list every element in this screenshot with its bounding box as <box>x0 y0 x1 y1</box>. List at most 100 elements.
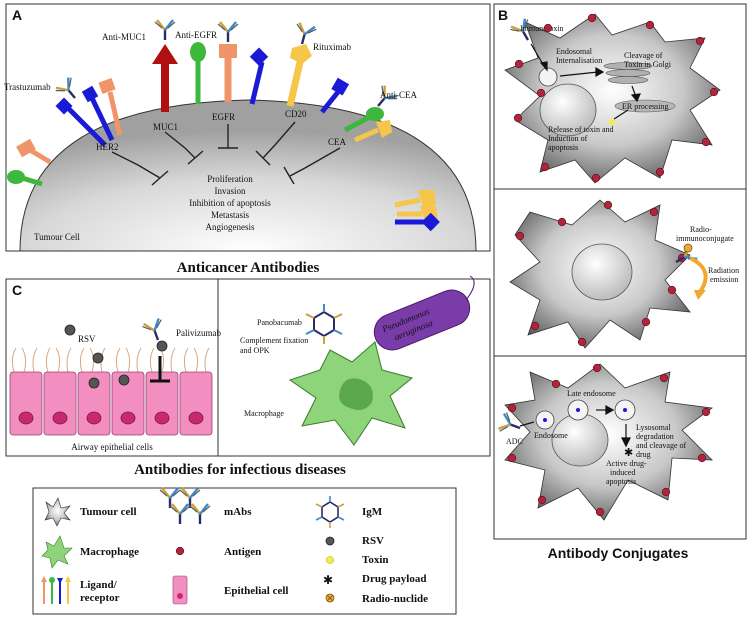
igm-icon <box>315 496 345 528</box>
radio-label-1: Radio- <box>690 225 712 234</box>
rsv-icon <box>325 536 335 546</box>
her2-label: HER2 <box>96 142 119 152</box>
toxin-icon <box>609 119 615 125</box>
egfr-receptor <box>216 20 240 102</box>
release-label-1: Release of toxin and <box>548 125 614 134</box>
macrophage-cell <box>288 341 414 446</box>
er-processing-label: ER processing <box>622 102 668 111</box>
panobacumab-label: Panobacumab <box>257 318 302 327</box>
ligand-receptor-icon <box>41 576 71 604</box>
free-ligands-left <box>7 138 52 187</box>
lysosomal-label-3: and cleavage of <box>636 441 687 450</box>
complement-label-2: and OPK <box>240 346 270 355</box>
airway-epithelial-cells <box>9 371 213 436</box>
cea-label: CEA <box>328 137 347 147</box>
endosome-label: Endosome <box>534 431 568 440</box>
macrophage-icon <box>41 535 73 569</box>
active-drug-label-2: induced <box>610 468 635 477</box>
panel-c: C <box>5 275 491 457</box>
pathway-arrows <box>519 404 631 448</box>
igm-antibody <box>305 304 343 344</box>
cea-receptor <box>343 83 400 143</box>
legend-toxin: Toxin <box>362 554 389 566</box>
complement-label-1: Complement fixation <box>240 336 308 345</box>
anti-egfr-label: Anti-EGFR <box>175 30 217 40</box>
legend-ligand-2: receptor <box>80 592 120 604</box>
legend-igm: IgM <box>362 506 383 518</box>
panel-b-letter: B <box>498 7 508 23</box>
radiation-emission-arrow <box>689 256 708 294</box>
cleavage-label-1: Cleavage of <box>624 51 663 60</box>
nucleus <box>539 83 597 137</box>
rituximab-label: Rituximab <box>313 42 351 52</box>
panel-a-letter: A <box>12 7 22 23</box>
panel-a: A Trastuzumab HER2 Anti-MUC1 MUC1 <box>4 3 491 252</box>
cd20-receptor <box>286 20 319 107</box>
inhibition-arrows <box>111 121 341 186</box>
effect-item: Invasion <box>215 186 246 196</box>
muc1-label: MUC1 <box>153 122 178 132</box>
drug-payload-legend-icon: ✱ <box>323 573 333 587</box>
epithelial-cell-icon <box>172 575 188 605</box>
emission-label-2: emission <box>710 275 738 284</box>
panel-c-letter: C <box>12 282 22 298</box>
free-ligands-right <box>394 190 440 232</box>
effect-item: Proliferation <box>207 174 253 184</box>
rsv-label: RSV <box>78 334 96 344</box>
legend-radionuclide: Radio-nuclide <box>362 593 428 605</box>
nucleus <box>571 243 633 301</box>
release-label-3: apoptosis <box>548 143 578 152</box>
effect-item: Inhibition of apoptosis <box>189 198 271 208</box>
anti-cea-label: Anti-CEA <box>380 90 417 100</box>
muc1-receptor <box>152 18 178 112</box>
anti-muc1-label: Anti-MUC1 <box>102 32 146 42</box>
adc-cell <box>504 363 714 521</box>
egfr-ligand-green <box>190 42 206 104</box>
lysosomal-label-2: degradation <box>636 432 674 441</box>
airway-label: Airway epithelial cells <box>71 442 153 452</box>
blue-receptor-right <box>320 77 350 114</box>
radio-label-2: immunoconjugate <box>676 234 734 243</box>
immunotoxin-label: Immunotoxin <box>520 24 564 33</box>
endosomal-label: Endosomal <box>556 47 593 56</box>
legend-drug-payload: Drug payload <box>362 573 427 585</box>
late-endosome-label: Late endosome <box>567 389 616 398</box>
legend-ligand-1: Ligand/ <box>80 579 118 591</box>
adc-label: ADC <box>506 437 523 446</box>
release-label-2: Induction of <box>548 134 588 143</box>
rsv-virions <box>64 324 168 389</box>
pathway-arrows <box>530 43 641 120</box>
panel-b: B Immunotoxin Endosomal Internalisation … <box>493 3 747 540</box>
nucleus <box>551 413 609 467</box>
legend-frame <box>32 487 457 615</box>
effect-item: Metastasis <box>211 210 249 220</box>
legend-macrophage: Macrophage <box>80 546 139 558</box>
toxin-legend-icon <box>326 556 334 564</box>
active-drug-label-3: apoptosis <box>606 477 636 486</box>
trastuzumab-label: Trastuzumab <box>4 82 51 92</box>
legend-antigen: Antigen <box>224 546 261 558</box>
her2-receptors <box>53 75 123 147</box>
egfr-label: EGFR <box>212 112 235 122</box>
active-drug-label-1: Active drug- <box>606 459 647 468</box>
legend-rsv: RSV <box>362 535 384 547</box>
endosome <box>538 67 558 87</box>
effect-item: Angiogenesis <box>206 222 255 232</box>
panel-a-caption: Anticancer Antibodies <box>177 260 320 276</box>
panel-b-caption: Antibody Conjugates <box>548 545 689 561</box>
macrophage-label: Macrophage <box>244 409 284 418</box>
palivizumab-label: Palivizumab <box>176 328 221 338</box>
blue-receptor-center <box>249 47 269 105</box>
endoplasmic-reticulum <box>614 99 676 113</box>
drug-payload-icon: ✱ <box>624 447 633 459</box>
radio-nuclide-icon <box>683 243 693 253</box>
legend-mabs: mAbs <box>224 506 252 518</box>
cd20-label: CD20 <box>285 109 307 119</box>
effects-list: Proliferation Invasion Inhibition of apo… <box>189 174 271 232</box>
legend-tumour-cell: Tumour cell <box>80 506 137 518</box>
panel-c-caption: Antibodies for infectious diseases <box>134 462 346 478</box>
lysosomal-label-4: drug <box>636 450 651 459</box>
tumour-cell-icon <box>44 497 71 527</box>
emission-label-1: Radiation <box>708 266 739 275</box>
golgi <box>603 62 653 84</box>
